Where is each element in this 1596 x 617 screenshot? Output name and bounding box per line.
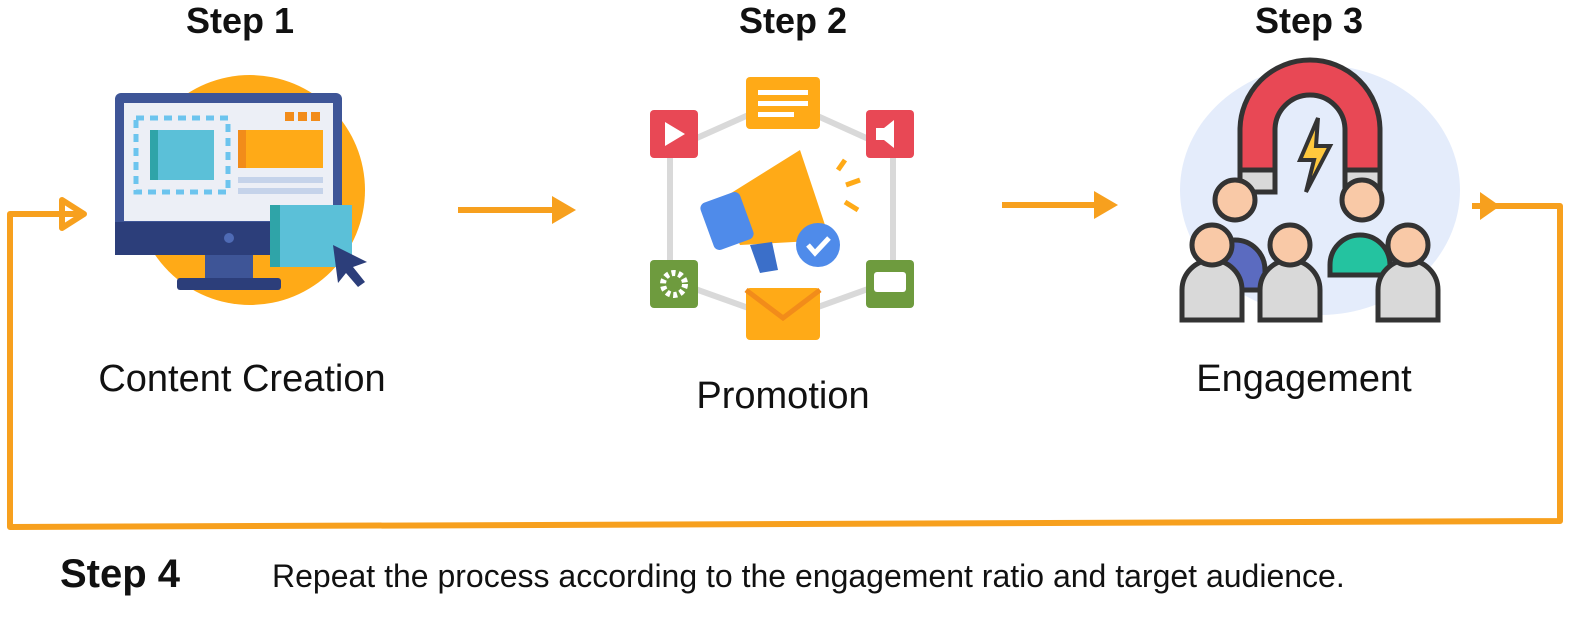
step1-title: Step 1 xyxy=(185,0,295,41)
loop-arrowhead-left xyxy=(59,197,87,231)
step1-label: Content Creation xyxy=(98,358,386,400)
step2-label: Promotion xyxy=(696,375,870,417)
megaphone-channels-icon xyxy=(650,77,914,340)
computer-design-icon xyxy=(115,75,367,305)
step4-title: Step 4 xyxy=(60,552,181,596)
step2-title: Step 2 xyxy=(738,0,848,41)
arrow-step1-step2 xyxy=(458,196,576,224)
magnet-audience-icon xyxy=(1179,57,1460,323)
step4-description: Repeat the process according to the enga… xyxy=(272,558,1345,594)
loop-arrow xyxy=(7,203,1563,530)
step3-label: Engagement xyxy=(1196,358,1412,400)
step3-title: Step 3 xyxy=(1254,0,1364,41)
arrow-step2-step3 xyxy=(1002,191,1118,219)
loop-arrowhead-right xyxy=(1480,192,1500,220)
